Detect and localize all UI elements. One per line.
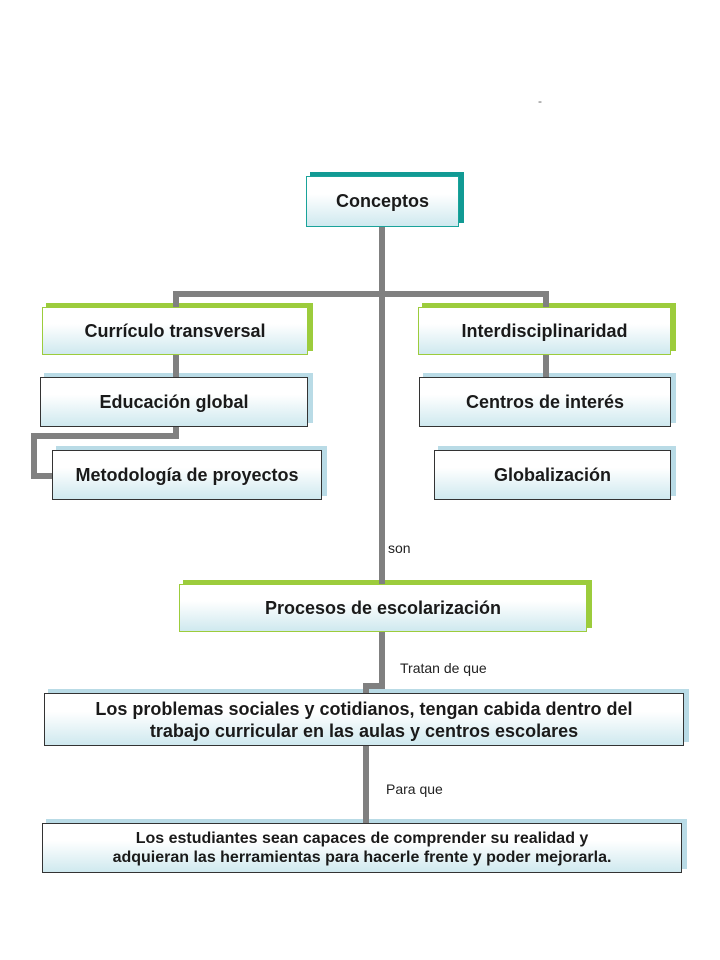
node-procesos-de-escolarizacion[interactable]: Procesos de escolarización (179, 580, 592, 632)
edge-label-tratan-de-que: Tratan de que (400, 660, 487, 676)
node-centros-de-interes[interactable]: Centros de interés (419, 373, 676, 427)
node-interdisciplinaridad-label: Interdisciplinaridad (461, 320, 628, 341)
node-metodologia-de-proyectos[interactable]: Metodología de proyectos (52, 446, 327, 500)
edge-label-son: son (388, 540, 411, 556)
stray-mark: - (538, 94, 542, 108)
node-conceptos[interactable]: Conceptos (306, 172, 464, 227)
node-curriculo-transversal-label: Currículo transversal (84, 320, 266, 341)
edge-label-para-que: Para que (386, 781, 443, 797)
node-problemas-sociales[interactable]: Los problemas sociales y cotidianos, ten… (44, 689, 689, 746)
node-interdisciplinaridad[interactable]: Interdisciplinaridad (418, 303, 676, 355)
process-to-problems-connector (363, 629, 385, 695)
node-procesos-de-escolarizacion-label: Procesos de escolarización (264, 597, 502, 618)
node-estudiantes[interactable]: Los estudiantes sean capaces de comprend… (42, 819, 687, 873)
node-educacion-global-label: Educación global (99, 391, 249, 412)
node-globalizacion-label: Globalización (493, 464, 612, 485)
node-educacion-global[interactable]: Educación global (40, 373, 313, 427)
node-estudiantes-label: Los estudiantes sean capaces de comprend… (112, 830, 612, 866)
node-centros-de-interes-label: Centros de interés (465, 391, 625, 412)
node-globalizacion[interactable]: Globalización (434, 446, 676, 500)
node-curriculo-transversal[interactable]: Currículo transversal (42, 303, 313, 355)
node-problemas-sociales-label: Los problemas sociales y cotidianos, ten… (95, 698, 633, 741)
node-conceptos-label: Conceptos (335, 191, 429, 211)
node-metodologia-de-proyectos-label: Metodología de proyectos (75, 464, 299, 485)
